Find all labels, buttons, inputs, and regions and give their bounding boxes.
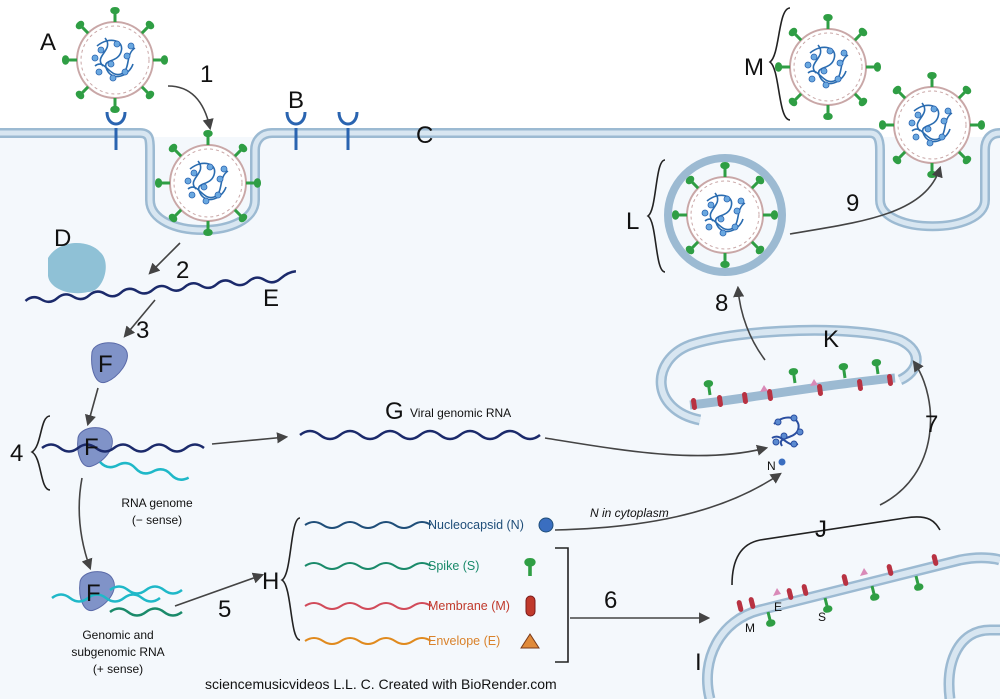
legend-line-envelope (304, 637, 432, 645)
label-N: N (767, 459, 776, 473)
bracket-L (646, 159, 666, 273)
virus-particle-released-1 (775, 14, 881, 120)
label-L: L (626, 208, 639, 235)
label-E: E (263, 285, 279, 312)
process-arrows (78, 85, 943, 624)
viral-genomic-rna-G (299, 429, 541, 441)
receptor-icons (105, 111, 359, 150)
nucleocapsid-dot (778, 458, 786, 466)
virus-particle-A (62, 7, 168, 113)
subgenomic-rna-teal (109, 585, 183, 595)
label-K: K (823, 326, 839, 353)
step-8: 8 (715, 290, 728, 317)
virus-particle-entering (155, 130, 261, 236)
nucleocapsid-complex (771, 414, 804, 448)
ribosome-F-3 (79, 571, 115, 612)
cytoplasm (0, 137, 1000, 699)
step-6: 6 (604, 587, 617, 614)
credit-text: sciencemusicvideos L.L. C. Created with … (205, 676, 557, 692)
er-label-M: M (745, 621, 755, 635)
step-5: 5 (218, 596, 231, 623)
er-label-E: E (774, 600, 782, 614)
label-J: J (815, 516, 827, 543)
bracket-M (768, 7, 791, 121)
legend-line-nucleocapsid (304, 521, 432, 529)
positive-rna-strand (41, 443, 205, 453)
negative-rna-strand (99, 461, 190, 481)
label-M: M (744, 54, 764, 81)
label-B: B (288, 87, 304, 114)
compartment-proteins (690, 358, 894, 411)
label-F-3: F (86, 580, 101, 607)
vesicle-L (664, 154, 786, 276)
er-membrane-proteins (736, 553, 939, 628)
legend-label-spike: Spike (S) (428, 559, 479, 573)
envelope-triangle-icon (520, 633, 540, 649)
label-I: I (695, 649, 702, 676)
nucleocapsid-circle-icon (538, 517, 554, 533)
step-4: 4 (10, 440, 23, 467)
ribosome-D (48, 242, 106, 294)
ribosome-F-1 (91, 342, 128, 384)
rna-genome-label-2: (− sense) (132, 513, 182, 527)
label-F-2: F (84, 434, 99, 461)
label-C: C (416, 122, 433, 149)
bracket-structural (555, 547, 569, 663)
er-label-S: S (818, 610, 826, 624)
legend-label-envelope: Envelope (E) (428, 634, 500, 648)
genomic-label-3: (+ sense) (93, 662, 143, 676)
genomic-label-1: Genomic and (82, 628, 153, 642)
virus-particle-exiting (879, 72, 985, 178)
label-G: G (385, 398, 404, 425)
label-F-1: F (98, 351, 113, 378)
viral-rna-E (24, 269, 297, 304)
legend-line-membrane (304, 602, 432, 610)
step-7: 7 (925, 411, 938, 438)
bracket-J (731, 516, 941, 586)
legend-label-membrane: Membrane (M) (428, 599, 510, 613)
bracket-H (280, 517, 301, 641)
subgenomic-rna-green (109, 607, 183, 617)
step-9: 9 (846, 190, 859, 217)
genomic-label-2: subgenomic RNA (71, 645, 164, 659)
label-A: A (40, 29, 56, 56)
genomic-rna-teal (51, 593, 161, 603)
bracket-4 (30, 415, 51, 491)
legend-line-spike (304, 562, 432, 570)
n-in-cytoplasm-label: N in cytoplasm (590, 506, 669, 520)
step-2: 2 (176, 257, 189, 284)
label-D: D (54, 225, 71, 252)
viral-genomic-rna-label: Viral genomic RNA (410, 406, 511, 420)
legend-label-nucleocapsid: Nucleocapsid (N) (428, 518, 524, 532)
step-3: 3 (136, 317, 149, 344)
label-H: H (262, 568, 279, 595)
rna-genome-label-1: RNA genome (121, 496, 193, 510)
membrane-protein-icon (525, 595, 536, 617)
step-1: 1 (200, 61, 213, 88)
